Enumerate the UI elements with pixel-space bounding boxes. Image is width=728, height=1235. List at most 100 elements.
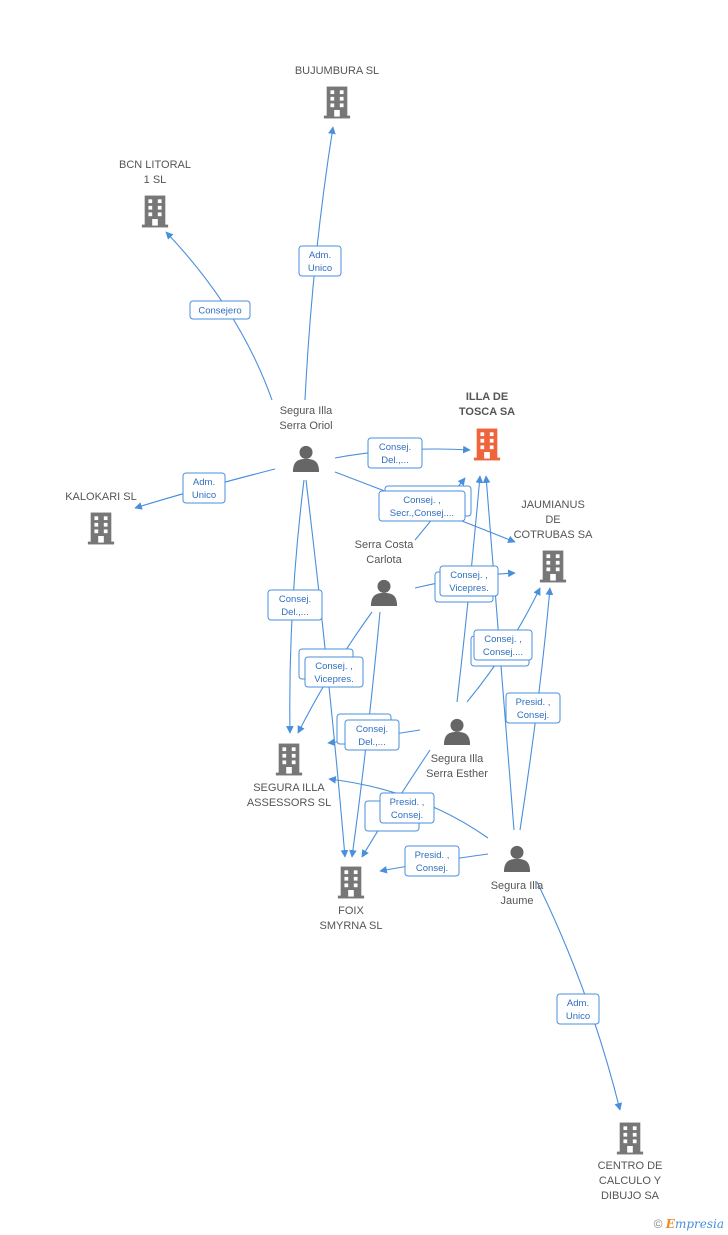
- edge-label[interactable]: Consej.Del.,...: [367, 437, 423, 469]
- edge-label-text: Adm.: [309, 250, 331, 261]
- edge-label[interactable]: Consejero: [189, 300, 251, 320]
- edge-label-text: Consej....: [483, 647, 523, 658]
- building-icon: [616, 1122, 644, 1155]
- node-label: ASSESSORS SL: [247, 797, 331, 809]
- company-node-bcn[interactable]: BCN LITORAL 1 SL: [119, 159, 191, 228]
- edge-labels-layer: Adm.UnicoConsejeroAdm.UnicoConsej.Del.,.…: [182, 245, 600, 1025]
- brand-logo[interactable]: Empresia: [666, 1217, 724, 1231]
- edge-label-text: Unico: [566, 1011, 590, 1022]
- building-icon: [275, 743, 303, 776]
- edge-label-box: [189, 300, 251, 320]
- company-node-assessors[interactable]: SEGURA ILLA ASSESSORS SL: [247, 743, 331, 809]
- edge-label-box: [505, 692, 561, 724]
- edge-label[interactable]: Presid. , Consej.: [404, 845, 460, 877]
- node-label: BCN LITORAL: [119, 159, 191, 171]
- edges-layer: [134, 126, 623, 1111]
- edge-label-text: Consej.: [356, 724, 388, 735]
- edge-label[interactable]: Consej. Del.,...: [267, 589, 323, 621]
- node-label: SMYRNA SL: [320, 920, 383, 932]
- edge-label-text: Del.,...: [381, 455, 408, 466]
- edge-label-text: Consej. ,: [403, 495, 441, 506]
- edge-label[interactable]: Presid. , Consej.: [505, 692, 561, 724]
- edge-label[interactable]: Presid. , Consej.: [379, 792, 435, 824]
- node-label: Serra Costa: [355, 539, 415, 551]
- node-label: KALOKARI SL: [65, 491, 137, 503]
- edge-label-text: Del.,...: [281, 607, 308, 618]
- edge-label-box: [304, 656, 364, 688]
- edge-label[interactable]: Adm. Unico: [556, 993, 600, 1025]
- copyright-symbol: ©: [653, 1217, 663, 1231]
- edge-label[interactable]: Consej. ,Vicepres.: [304, 656, 364, 688]
- company-node-bujumbura[interactable]: BUJUMBURA SL: [295, 65, 379, 119]
- edge-label-box: [367, 437, 423, 469]
- edge-label-text: Consej. ,: [450, 570, 488, 581]
- building-icon: [337, 866, 365, 899]
- edge-label-box: [344, 719, 400, 751]
- node-label: CENTRO DE: [598, 1160, 663, 1172]
- node-label: 1 SL: [144, 174, 167, 186]
- person-icon: [292, 445, 320, 472]
- edge-label[interactable]: Consej. , Vicepres.: [439, 565, 499, 597]
- node-label: ILLA DE: [466, 391, 508, 403]
- node-label: Serra Esther: [426, 768, 488, 780]
- node-label: DE: [545, 514, 560, 526]
- node-label: Segura Illa: [431, 753, 484, 765]
- node-label: Carlota: [366, 554, 402, 566]
- edge-label-text: Consej. ,: [315, 661, 353, 672]
- edge-label[interactable]: Consej. , Secr.,Consej....: [378, 490, 466, 522]
- edge-label-text: Consej.: [517, 710, 549, 721]
- node-label: Segura Illa: [491, 880, 544, 892]
- node-label: BUJUMBURA SL: [295, 65, 379, 77]
- building-icon: [539, 550, 567, 583]
- building-icon: [473, 428, 501, 461]
- company-node-foix[interactable]: FOIX SMYRNA SL: [320, 866, 383, 932]
- edge-label-text: Consej.: [279, 594, 311, 605]
- node-label: Segura Illa: [280, 405, 333, 417]
- person-icon: [443, 718, 471, 745]
- edge-label-text: Vicepres.: [449, 583, 488, 594]
- node-label: SEGURA ILLA: [253, 782, 325, 794]
- edge-label-text: Consej.: [391, 810, 423, 821]
- company-node-kalokari[interactable]: KALOKARI SL: [65, 491, 137, 545]
- edge-label-text: Presid. ,: [390, 797, 425, 808]
- edge-label-text: Secr.,Consej....: [390, 508, 454, 519]
- edge-label-box: [298, 245, 342, 277]
- edge-label[interactable]: Adm.Unico: [298, 245, 342, 277]
- edge-label-text: Consej.: [416, 863, 448, 874]
- person-icon: [503, 845, 531, 872]
- node-label: CALCULO Y: [599, 1175, 662, 1187]
- company-node-jaumianus[interactable]: JAUMIANUS DE COTRUBAS SA: [514, 499, 594, 583]
- node-label: Jaume: [500, 895, 533, 907]
- edge-label[interactable]: Consej. Del.,...: [344, 719, 400, 751]
- edge-label[interactable]: Consej. , Consej....: [473, 629, 533, 661]
- edge-label-text: Consejero: [198, 306, 241, 317]
- building-icon: [141, 195, 169, 228]
- edge-label-text: Consej. ,: [484, 634, 522, 645]
- brand-initial: E: [665, 1217, 675, 1231]
- edge-label-box: [473, 629, 533, 661]
- edge-label[interactable]: Adm. Unico: [182, 472, 226, 504]
- edge-label-text: Unico: [192, 490, 216, 501]
- node-label: FOIX: [338, 905, 364, 917]
- edge-label-box: [267, 589, 323, 621]
- edge-label-text: Adm.: [193, 477, 215, 488]
- edge-label-box: [379, 792, 435, 824]
- edge-label-text: Adm.: [567, 998, 589, 1009]
- node-label: COTRUBAS SA: [514, 529, 594, 541]
- edge-label-text: Del.,...: [358, 737, 385, 748]
- brand-rest: mpresia: [674, 1217, 724, 1231]
- person-icon: [370, 579, 398, 606]
- node-label: Serra Oriol: [279, 420, 332, 432]
- edge-label-text: Presid. ,: [516, 697, 551, 708]
- edge-label-text: Presid. ,: [415, 850, 450, 861]
- node-label: JAUMIANUS: [521, 499, 585, 511]
- building-icon: [323, 86, 351, 119]
